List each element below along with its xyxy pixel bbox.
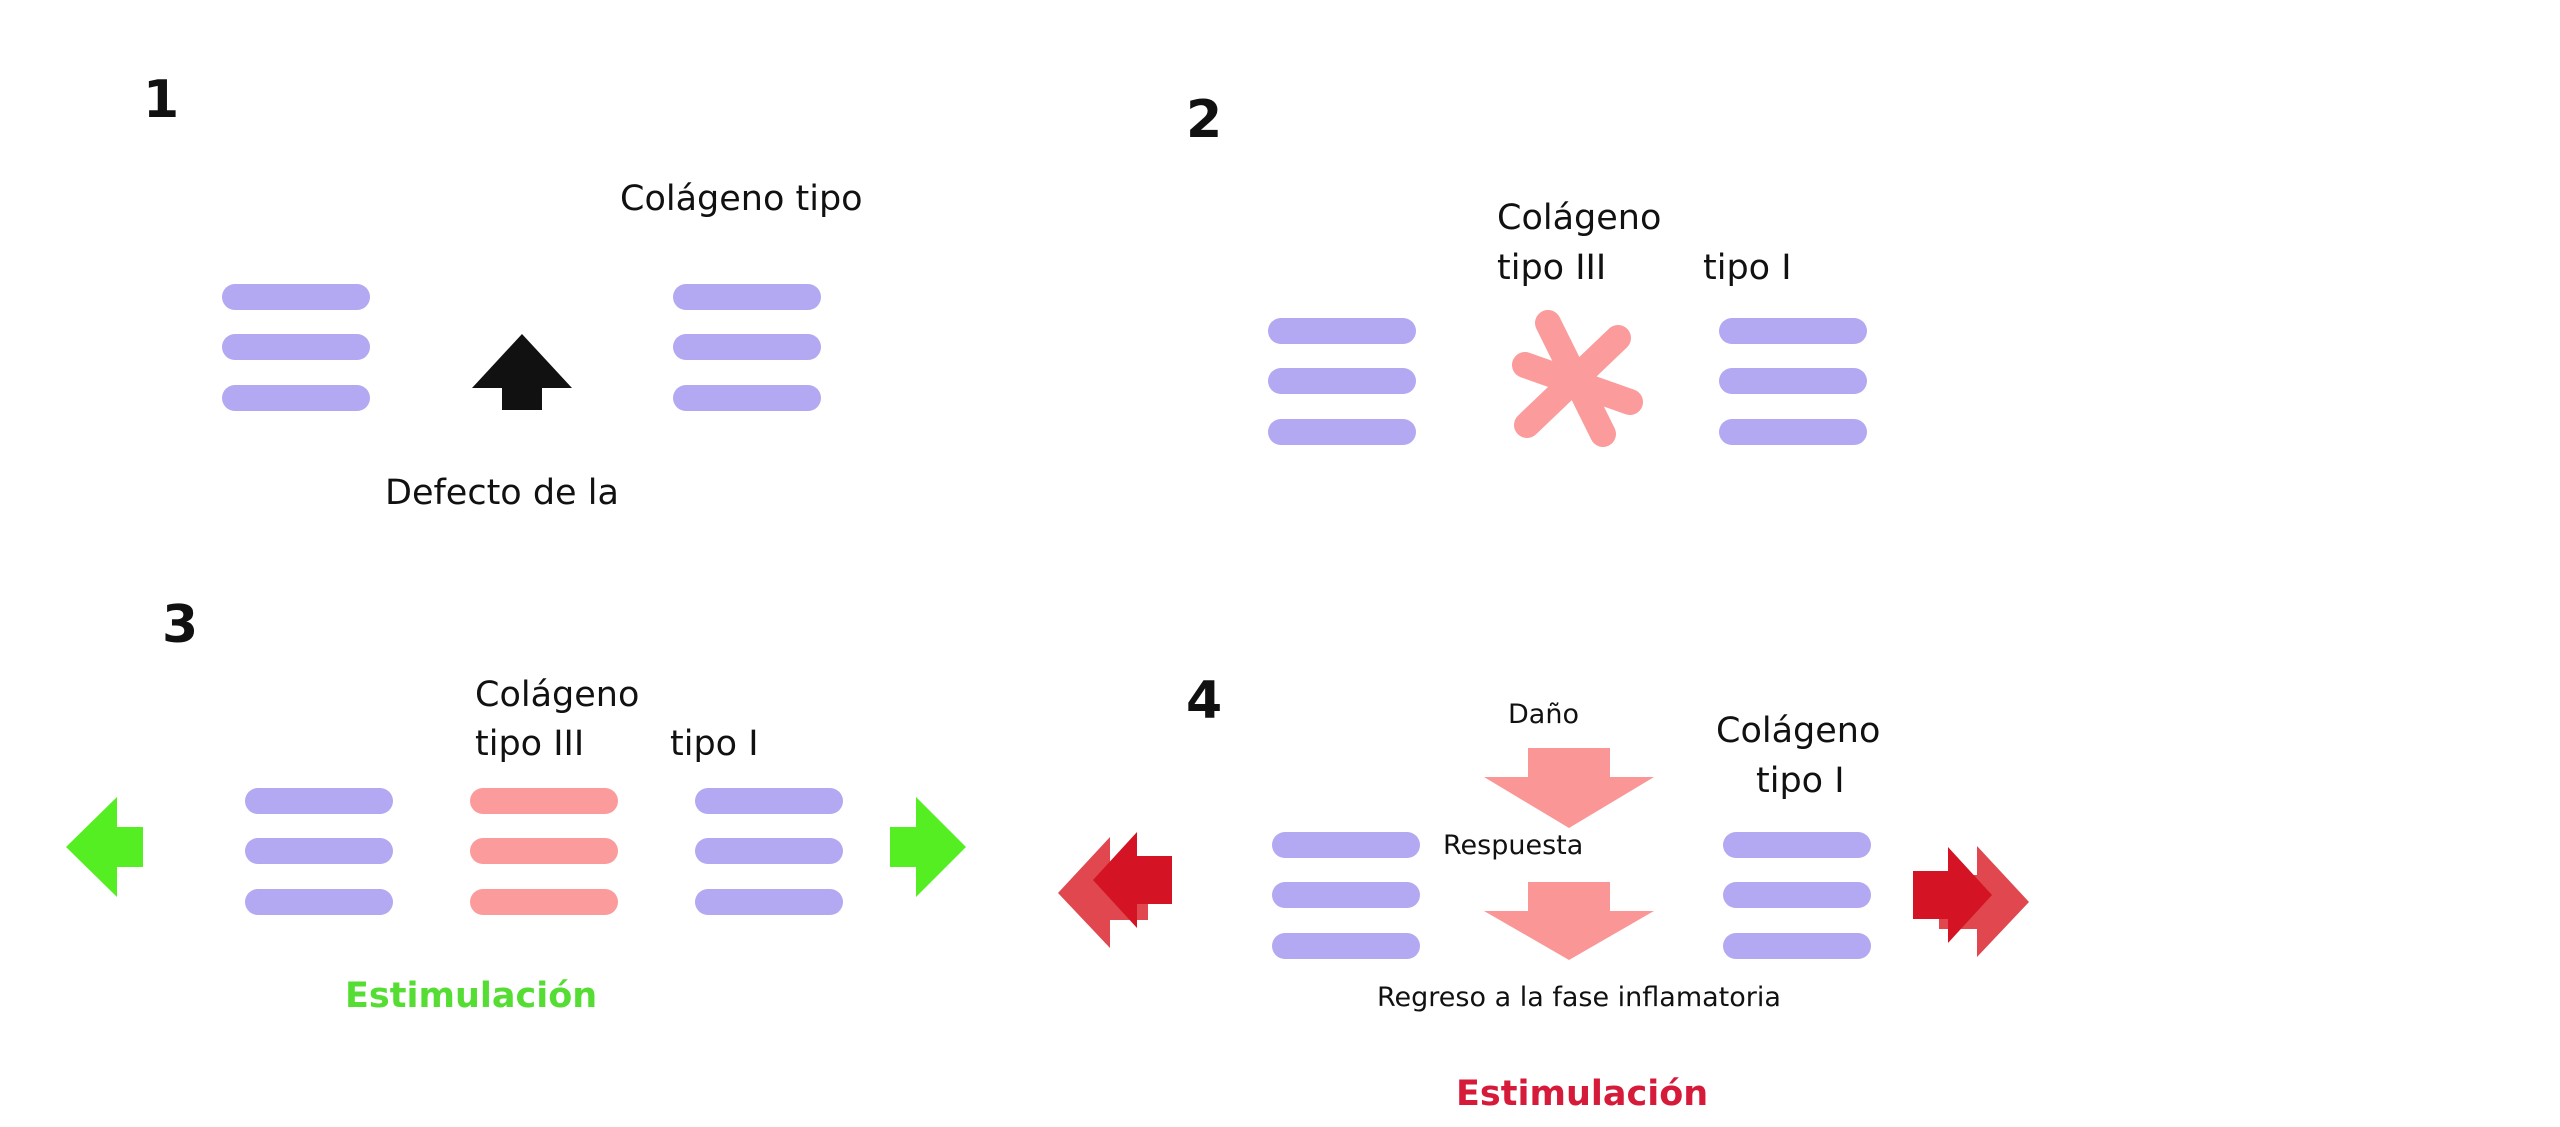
panel-4-label-damage: Daño [1508,699,1579,730]
panel-4-label-stimulation: Estimulación [1456,1074,1708,1114]
panel-2-label-type-iii: tipo III [1497,248,1606,288]
panel-4-fiber-group-left [1272,832,1420,959]
panel-4-label-collagen: Colágeno [1716,711,1880,751]
panel-4-number: 4 [1186,671,1222,731]
panel-1-label-defect: Defecto de la [385,473,619,513]
panel-3-number: 3 [162,595,198,655]
panel-1-label-collagen-type: Colágeno tipo [620,179,863,219]
panel-2-fiber-group-left [1268,318,1416,445]
panel-3-label-stimulation: Estimulación [345,976,597,1016]
panel-3-label-collagen: Colágeno [475,675,639,715]
panel-4: 4 Daño Respuesta Colágeno tipo I Regreso… [1058,671,2029,1114]
panel-3: 3 Colágeno tipo III tipo I Estimulación [66,595,966,1016]
panel-1: 1 Colágeno tipo Defecto de la [143,70,863,513]
disordered-collagen-asterisk-icon [1512,310,1643,447]
panel-3-label-type-i: tipo I [670,724,759,764]
black-up-arrow-icon [472,334,572,410]
red-left-double-arrow-icon [1058,832,1172,948]
panel-3-fiber-group-right [695,788,843,915]
green-right-arrow-icon [890,797,966,897]
panel-1-number: 1 [143,70,179,130]
panel-2-number: 2 [1186,90,1222,150]
panel-3-fiber-group-type-iii [470,788,618,915]
panel-4-label-regression: Regreso a la fase inflamatoria [1377,982,1781,1013]
damage-down-arrow-icon [1484,748,1654,828]
panel-3-label-type-iii: tipo III [475,724,584,764]
panel-4-label-type-i: tipo I [1756,761,1845,801]
panel-2-label-type-i: tipo I [1703,248,1792,288]
red-right-double-arrow-icon [1913,846,2029,957]
panel-2: 2 Colágeno tipo III tipo I [1186,90,1867,447]
panel-2-label-collagen: Colágeno [1497,198,1661,238]
response-down-arrow-icon [1484,882,1654,960]
panel-2-fiber-group-right [1719,318,1867,445]
panel-4-label-response: Respuesta [1443,830,1583,861]
panel-1-fiber-group-right [673,284,821,411]
panel-3-fiber-group-left [245,788,393,915]
panel-1-fiber-group-left [222,284,370,411]
panel-4-fiber-group-right [1723,832,1871,959]
green-left-arrow-icon [66,797,143,897]
